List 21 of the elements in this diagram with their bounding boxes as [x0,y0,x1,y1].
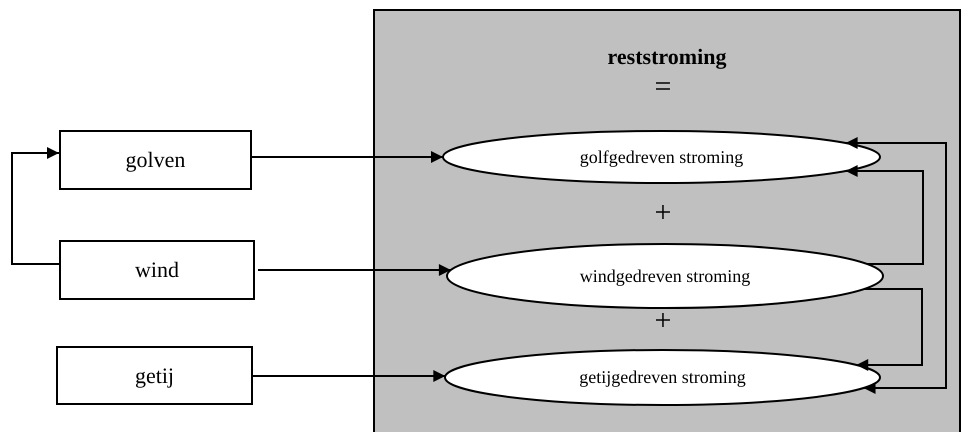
arrow [846,137,947,394]
arrow [846,165,924,265]
arrow [856,288,923,371]
process-box [59,130,252,190]
operator-symbol: + [654,198,672,228]
node-label: getijgedreven stroming [579,367,746,388]
group-panel [373,9,961,432]
panel-title: reststroming [608,44,726,70]
arrow [252,151,443,163]
arrow [253,370,446,382]
arrow [258,264,451,276]
node-label: golven [126,147,186,173]
arrow [11,147,59,265]
node-label: windgedreven stroming [580,266,750,286]
node-label: wind [135,257,179,283]
node-label: golfgedreven stroming [580,146,744,168]
operator-symbol: = [654,72,672,102]
operator-symbol: + [654,306,672,336]
process-box [56,346,253,405]
node-label: getij [134,362,174,388]
process-box [59,240,255,300]
